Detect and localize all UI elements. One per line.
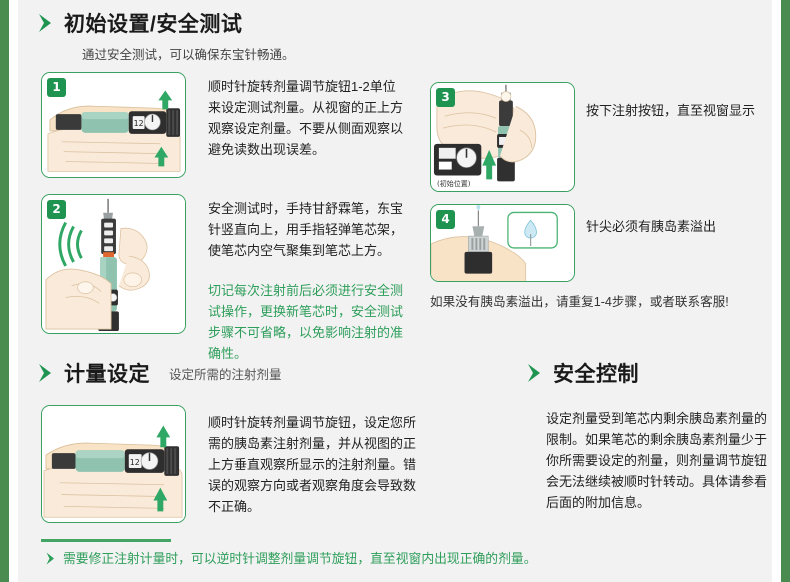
left-green-rail: [0, 0, 9, 582]
step-4-text: 针尖必须有胰岛素溢出: [586, 219, 717, 234]
step-4-illustration: [431, 205, 574, 281]
chevron-right-icon: [46, 552, 56, 565]
section-3-heading: 安全控制: [527, 364, 639, 385]
left-white-gutter: [9, 0, 18, 582]
section-1-subtitle: 通过安全测试，可以确保东宝针畅通。: [82, 48, 295, 62]
step-2-highlight-text: 切记每次注射前后必须进行安全测试操作，更换新笔芯时，安全测试步骤不可省略，以免影…: [208, 283, 404, 362]
step-3-image: 3: [430, 82, 575, 192]
step-2-badge: 2: [47, 200, 66, 219]
step-2-text: 安全测试时，手持甘舒霖笔，东宝针竖直向上，用手指轻弹笔芯架，使笔芯内空气聚集到笔…: [208, 201, 404, 259]
dose-setting-illustration: 12: [42, 406, 185, 522]
footer-note-text: 需要修正注射计量时，可以逆时针调整剂量调节旋钮，直至视窗内出现正确的剂量。: [63, 551, 537, 566]
footer-divider: [41, 539, 171, 542]
chevron-right-icon: [38, 13, 55, 33]
step-4-badge: 4: [436, 210, 455, 229]
chevron-right-icon: [38, 363, 55, 383]
right-white-gutter: [772, 0, 781, 582]
svg-text:12: 12: [130, 458, 140, 467]
content-area: 初始设置/安全测试 通过安全测试，可以确保东宝针畅通。 1: [18, 0, 772, 582]
step-3-inset-caption: (初始位置): [437, 180, 471, 188]
footer-note: 需要修正注射计量时，可以逆时针调整剂量调节旋钮，直至视窗内出现正确的剂量。: [46, 550, 776, 568]
section-2-subtitle: 设定所需的注射剂量: [169, 368, 282, 382]
section-initial-setup: 初始设置/安全测试 通过安全测试，可以确保东宝针畅通。 1: [18, 8, 772, 361]
chevron-right-icon: [527, 363, 544, 383]
step-3-text: 按下注射按钮，直至视窗显示: [586, 103, 756, 118]
section-3-text: 设定剂量受到笔芯内剩余胰岛素剂量的限制。如果笔芯的剩余胰岛素剂量少于你所需要设定…: [546, 411, 768, 511]
step-1-badge: 1: [47, 78, 66, 97]
section-2-text: 顺时针旋转剂量调节旋钮，设定您所需的胰岛素注射剂量，并从视图的正上方垂直观察所显…: [208, 415, 417, 515]
section-1-footer-note: 如果没有胰岛素溢出，请重复1-4步骤，或者联系客服!: [430, 295, 729, 309]
section-2-heading: 计量设定 设定所需的注射剂量: [38, 364, 282, 385]
step-2-image: 2: [41, 194, 186, 334]
section-3-title: 安全控制: [553, 363, 639, 386]
section-2-title: 计量设定: [64, 363, 150, 386]
step-1-image: 1 12: [41, 72, 186, 178]
step-4-image: 4: [430, 204, 575, 282]
svg-text:12: 12: [134, 119, 144, 128]
section-2-image: 12: [41, 405, 186, 523]
step-1-illustration: 12: [42, 73, 185, 177]
step-3-badge: 3: [436, 88, 455, 107]
section-1-heading: 初始设置/安全测试: [38, 14, 242, 35]
step-1-text: 顺时针旋转剂量调节旋钮1-2单位来设定测试剂量。从视窗的正上方观察设定剂量。不要…: [208, 79, 404, 158]
section-1-title: 初始设置/安全测试: [64, 13, 243, 36]
step-2-illustration: [42, 195, 185, 333]
right-green-rail: [781, 0, 790, 582]
